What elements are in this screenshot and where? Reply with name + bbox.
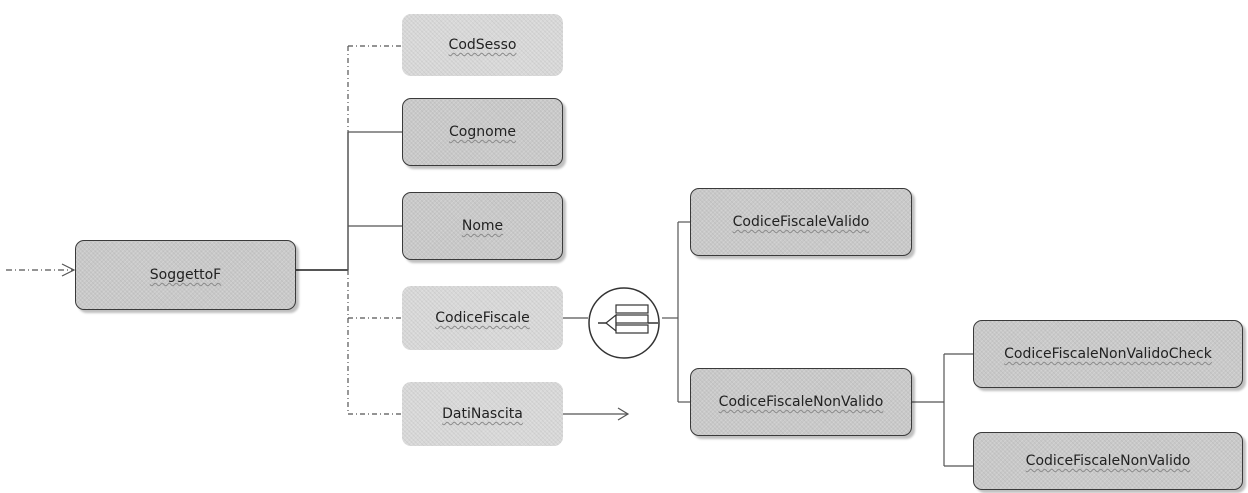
child-node-datinascita[interactable]: DatiNascita xyxy=(402,382,563,446)
child-node-codsesso[interactable]: CodSesso xyxy=(402,14,563,76)
option-label: CodiceFiscaleNonValido xyxy=(718,394,884,410)
root-node[interactable]: SoggettoF xyxy=(75,240,296,310)
child-label: Cognome xyxy=(449,124,516,140)
option-node-valido[interactable]: CodiceFiscaleValido xyxy=(690,188,912,256)
choice-compositor-icon[interactable] xyxy=(586,285,662,361)
suboption-label: CodiceFiscaleNonValido xyxy=(1025,453,1191,469)
datinascita-expand-arrowhead xyxy=(617,407,630,421)
option-node-nonvalido[interactable]: CodiceFiscaleNonValido xyxy=(690,368,912,436)
suboption-node-check[interactable]: CodiceFiscaleNonValidoCheck xyxy=(973,320,1243,388)
option-label: CodiceFiscaleValido xyxy=(732,214,870,230)
child-label: Nome xyxy=(461,218,504,234)
child-label: DatiNascita xyxy=(442,406,523,422)
child-label: CodSesso xyxy=(448,37,517,53)
child-node-cognome[interactable]: Cognome xyxy=(402,98,563,166)
suboption-node-nonvalido[interactable]: CodiceFiscaleNonValido xyxy=(973,432,1243,490)
child-label: CodiceFiscale xyxy=(435,310,530,326)
root-incoming-arrowhead xyxy=(61,263,76,277)
child-node-nome[interactable]: Nome xyxy=(402,192,563,260)
child-node-codicefiscale[interactable]: CodiceFiscale xyxy=(402,286,563,350)
root-label: SoggettoF xyxy=(149,267,222,283)
suboption-label: CodiceFiscaleNonValidoCheck xyxy=(1004,346,1212,362)
